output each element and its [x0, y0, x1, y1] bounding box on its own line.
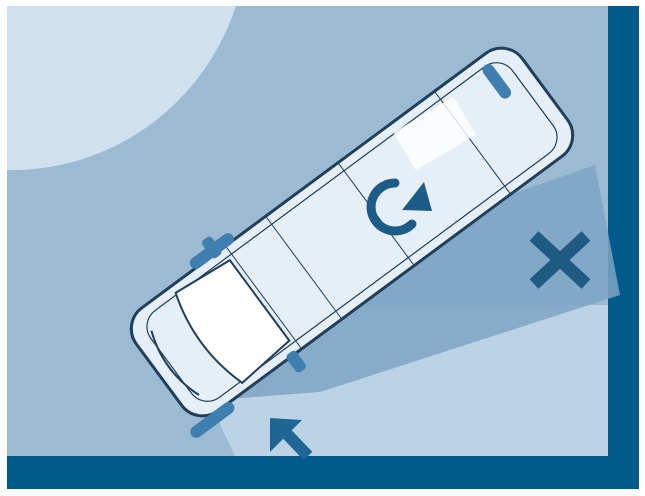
bottom-wall — [7, 456, 639, 489]
right-wall — [608, 6, 639, 489]
